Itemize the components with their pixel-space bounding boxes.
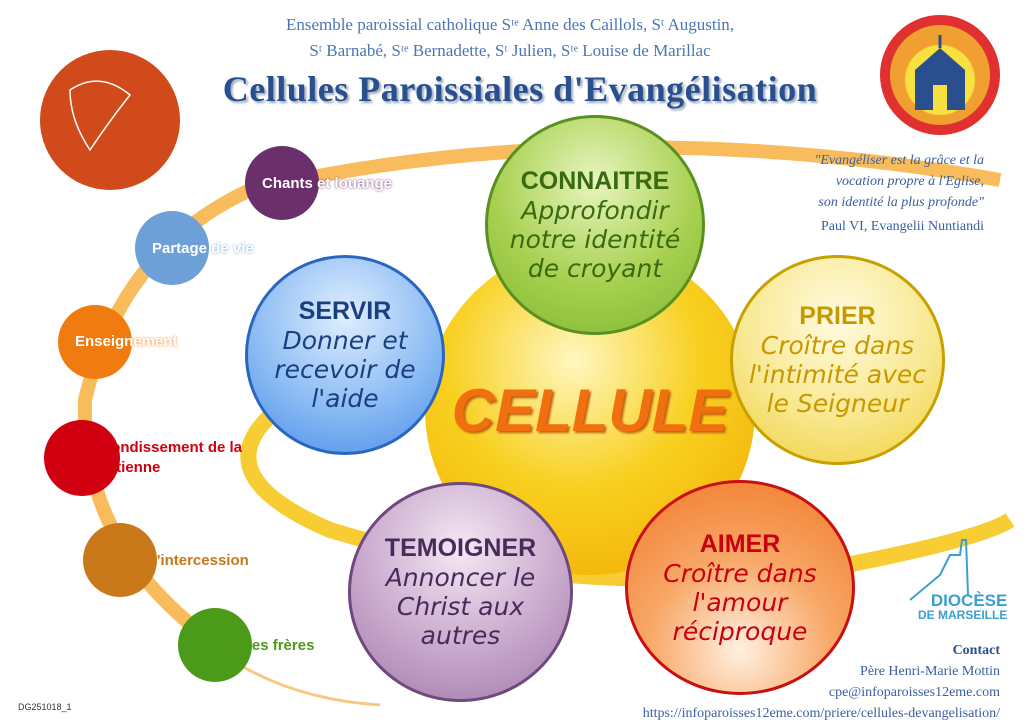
step-label-approfondissement: Approfondissement de la foi chrétienne bbox=[62, 439, 243, 476]
quote-line: vocation propre à l'Eglise, bbox=[835, 174, 984, 189]
step-dot-approfondissement bbox=[44, 420, 120, 496]
pillar-connaitre: CONNAITRE Approfondir notre identité de … bbox=[485, 115, 705, 335]
quote-line: "Evangéliser est la grâce et la bbox=[814, 153, 984, 168]
pillar-text: Annoncer le Christ aux autres bbox=[385, 563, 536, 650]
step-label-enseignement: Enseignement bbox=[75, 333, 178, 350]
pillar-title: CONNAITRE bbox=[520, 167, 670, 195]
diocese-line-1: DIOCÈSE bbox=[930, 591, 1008, 610]
step-label-chants: Chants et louange bbox=[262, 175, 393, 192]
pillar-title: TEMOIGNER bbox=[384, 534, 537, 562]
pillar-prier: PRIER Croître dans l'intimité avec le Se… bbox=[730, 255, 945, 465]
pillar-aimer: AIMER Croître dans l'amour réciproque bbox=[625, 480, 855, 695]
quote: "Evangéliser est la grâce et la vocation… bbox=[814, 150, 984, 237]
diocese-line-2: DE MARSEILLE bbox=[918, 608, 1008, 622]
diocese-logo-text: DIOCÈSE DE MARSEILLE bbox=[918, 591, 1008, 622]
header-line-2: Sᵗ Barnabé, Sᵗᵉ Bernadette, Sᵗ Julien, S… bbox=[309, 41, 711, 60]
step-dot-freres bbox=[178, 608, 252, 682]
contact-heading: Contact bbox=[952, 643, 1000, 658]
pillar-text: Croître dans l'intimité avec le Seigneur bbox=[748, 331, 927, 418]
contact-name: Père Henri-Marie Mottin bbox=[860, 664, 1000, 679]
pillar-title: PRIER bbox=[799, 302, 876, 330]
pillar-title: AIMER bbox=[699, 529, 781, 558]
step-label-intercession: Prière d'intercession bbox=[101, 552, 249, 569]
header-line-1: Ensemble paroissial catholique Sᵗᵉ Anne … bbox=[285, 15, 735, 34]
pillar-temoigner: TEMOIGNER Annoncer le Christ aux autres bbox=[348, 482, 573, 702]
pillar-title: SERVIR bbox=[298, 297, 392, 325]
document-ref: DG251018_1 bbox=[18, 702, 72, 712]
quote-line: son identité la plus profonde" bbox=[818, 195, 984, 210]
center-label: CELLULE bbox=[451, 376, 729, 444]
diocese-logo bbox=[909, 539, 969, 601]
pillar-servir: SERVIR Donner et recevoir de l'aide bbox=[245, 255, 445, 455]
quote-author: Paul VI, Evangelii Nuntiandi bbox=[820, 219, 984, 234]
pillar-text: Approfondir notre identité de croyant bbox=[509, 196, 681, 283]
step-dot-partage bbox=[135, 211, 209, 285]
parish-header: Ensemble paroissial catholique Sᵗᵉ Anne … bbox=[180, 12, 840, 64]
contact-url[interactable]: https://infoparoisses12eme.com/priere/ce… bbox=[642, 706, 1000, 721]
step-dot-intercession bbox=[83, 523, 157, 597]
page-title: Cellules Paroissiales d'Evangélisation bbox=[222, 69, 818, 109]
parish-logo bbox=[880, 15, 1000, 135]
step-label-freres: Prière des frères bbox=[196, 637, 315, 654]
contact-block: Contact Père Henri-Marie Mottin cpe@info… bbox=[643, 640, 1000, 724]
pillar-text: Croître dans l'amour réciproque bbox=[663, 558, 817, 646]
step-label-partage: Partage de vie bbox=[152, 240, 254, 257]
pillar-text: Donner et recevoir de l'aide bbox=[274, 326, 416, 413]
step-dot-enseignement bbox=[58, 305, 132, 379]
step-dot-chants bbox=[245, 146, 319, 220]
contact-email[interactable]: cpe@infoparoisses12eme.com bbox=[828, 685, 1000, 700]
world-dove-logo bbox=[40, 50, 180, 190]
